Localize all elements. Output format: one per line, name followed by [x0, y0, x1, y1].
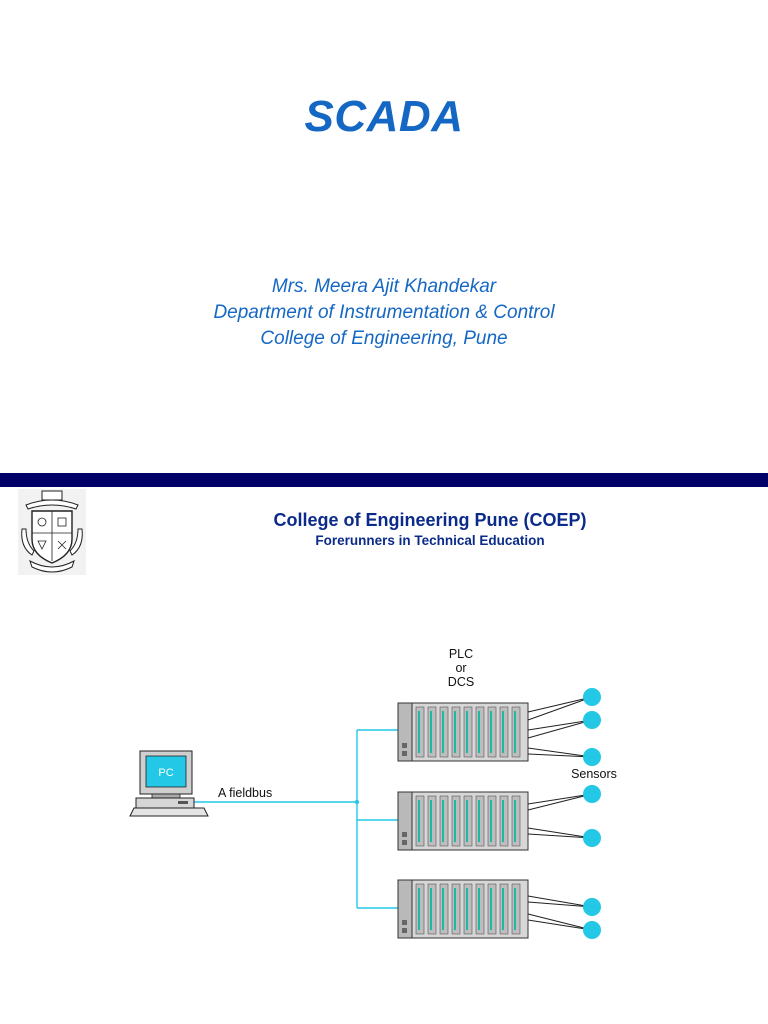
- controller-rack-1: [397, 702, 529, 762]
- college-seal-logo: [18, 489, 86, 575]
- fieldbus-label: A fieldbus: [218, 786, 272, 800]
- college-tagline: Forerunners in Technical Education: [315, 533, 545, 548]
- sensor-node: [583, 921, 601, 939]
- author-department: Department of Instrumentation & Control: [213, 302, 555, 323]
- sensor-node: [583, 711, 601, 729]
- controller-rack-3: [397, 879, 529, 939]
- controller-label-line-1: PLC: [449, 647, 473, 661]
- sensor-node: [583, 748, 601, 766]
- controller-label-line-3: DCS: [448, 675, 474, 689]
- slide-title: SCADA: [304, 92, 464, 141]
- scada-network-diagram: PLC or DCS PC A fieldbus: [129, 647, 617, 939]
- controller-label-line-2: or: [455, 661, 466, 675]
- author-block: Mrs. Meera Ajit Khandekar Department of …: [0, 274, 768, 352]
- sensor-cables: [527, 696, 593, 931]
- sensor-node: [583, 688, 601, 706]
- pc-workstation: PC: [129, 750, 209, 817]
- fieldbus-wiring: [193, 729, 398, 909]
- sensor-node: [583, 829, 601, 847]
- sensors-label: Sensors: [571, 767, 617, 781]
- author-name: Mrs. Meera Ajit Khandekar: [271, 276, 497, 297]
- sensor-node: [583, 785, 601, 803]
- pc-label: PC: [158, 767, 173, 779]
- college-name-heading: College of Engineering Pune (COEP): [273, 510, 587, 530]
- bus-junction: [354, 799, 360, 805]
- sensor-node: [583, 898, 601, 916]
- header-divider-bar: [0, 473, 768, 487]
- author-college: College of Engineering, Pune: [260, 328, 508, 349]
- controller-rack-2: [397, 791, 529, 851]
